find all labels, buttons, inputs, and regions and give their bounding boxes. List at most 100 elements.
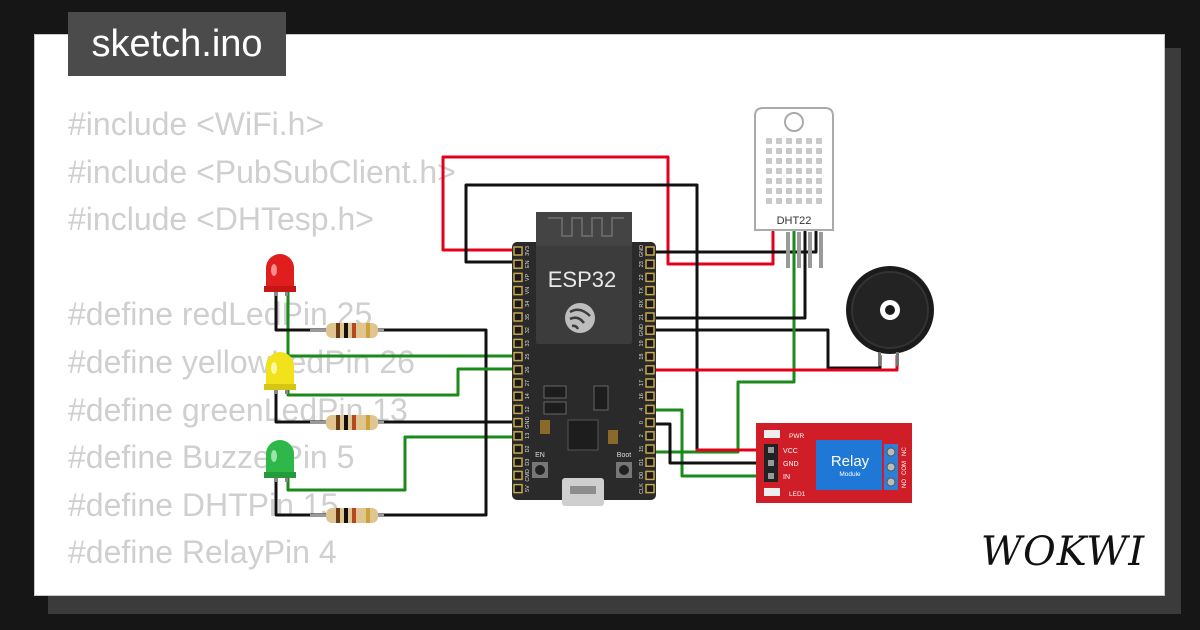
dht22-vent-hole <box>806 158 812 164</box>
esp32-left-pin-label: 5V <box>525 485 531 492</box>
green-led[interactable] <box>264 440 296 482</box>
esp32-right-pin[interactable] <box>645 259 655 269</box>
svg-text:PWR: PWR <box>789 433 804 440</box>
esp32-right-pin[interactable] <box>645 338 655 349</box>
dht22-vent-hole <box>816 138 822 144</box>
wire-black-green-resistor <box>376 420 488 517</box>
esp32-right-pin[interactable] <box>645 483 655 494</box>
resistor-green[interactable] <box>310 508 384 523</box>
dht22-vent-hole <box>786 198 792 204</box>
relay-subtitle: Module <box>839 471 861 478</box>
wire-green-red-led <box>286 288 520 358</box>
esp32-right-pin[interactable] <box>645 444 655 454</box>
resistor-red[interactable] <box>310 323 384 338</box>
esp32-right-pin[interactable] <box>645 378 655 388</box>
esp32-left-pin-label: 3V3 <box>525 246 531 256</box>
esp32-left-pin[interactable] <box>513 272 523 283</box>
esp32-left-pin[interactable] <box>513 299 523 309</box>
en-button[interactable]: EN <box>532 452 548 478</box>
dht22-vent-hole <box>776 148 782 154</box>
dht22-vent-hole <box>786 168 792 174</box>
esp32-right-pin[interactable] <box>645 404 655 415</box>
dht22-vent-hole <box>816 168 822 174</box>
wire-led-green-resistor <box>274 476 328 517</box>
esp32-right-pin-label: D0 <box>639 472 645 479</box>
file-tab[interactable]: sketch.ino <box>68 12 286 76</box>
relay-module[interactable]: PWR LED1 VCC GND IN Relay Module NO COM … <box>756 423 912 503</box>
esp32-right-pin-label: 19 <box>639 340 645 346</box>
esp32-left-pin-label: 12 <box>525 406 531 412</box>
wokwi-logo[interactable]: WOKWI <box>978 523 1148 579</box>
resistor-yellow[interactable] <box>310 415 384 430</box>
esp32-right-pin-label: 22 <box>639 274 645 280</box>
red-led[interactable] <box>264 254 296 296</box>
esp32-right-pin[interactable] <box>645 391 655 401</box>
esp32-left-pin[interactable] <box>513 483 523 494</box>
esp32-left-pin-label: GND <box>525 416 531 428</box>
esp32-right-pin-label: 0 <box>639 421 645 424</box>
dht22-sensor[interactable]: DHT22 <box>754 107 834 268</box>
esp32-left-pin[interactable] <box>513 246 523 256</box>
code-line: #include <DHTesp.h> <box>68 201 374 238</box>
esp32-right-pin[interactable] <box>645 431 655 441</box>
esp32-left-pin[interactable] <box>513 365 523 375</box>
esp32-right-pin[interactable] <box>645 351 655 362</box>
wire-led-red-resistor <box>274 290 328 332</box>
esp32-left-pin-label: CMD <box>525 469 531 482</box>
esp32-board[interactable]: ESP32 3V3ENVPVN343532332526271412GND13D2… <box>512 212 656 506</box>
dht22-vent-hole <box>806 148 812 154</box>
esp32-left-pin[interactable] <box>513 457 523 467</box>
esp32-right-pin[interactable] <box>645 285 655 296</box>
esp32-right-pin[interactable] <box>645 470 655 481</box>
esp32-left-header: 3V3ENVPVN343532332526271412GND13D2D3CMD5… <box>513 246 531 494</box>
yellow-led[interactable] <box>264 352 296 394</box>
code-line: #include <WiFi.h> <box>68 106 325 142</box>
dht22-vent-hole <box>806 168 812 174</box>
dht22-vent-grid <box>766 138 822 204</box>
esp32-right-pin[interactable] <box>645 272 655 283</box>
dht22-vent-hole <box>776 138 782 144</box>
esp32-left-pin-label: 33 <box>525 340 531 346</box>
dht22-vent-hole <box>776 198 782 204</box>
esp32-right-pin[interactable] <box>645 325 655 335</box>
esp32-left-pin[interactable] <box>513 431 523 441</box>
code-line: #include <PubSubClient.h> <box>68 153 456 190</box>
esp32-left-pin[interactable] <box>513 285 523 296</box>
relay-led1 <box>764 488 780 496</box>
esp32-left-pin[interactable] <box>513 470 523 481</box>
buzzer[interactable] <box>846 266 934 366</box>
esp32-left-pin[interactable] <box>513 378 523 388</box>
dht22-vent-hole <box>816 198 822 204</box>
esp32-left-pin[interactable] <box>513 404 523 415</box>
esp32-left-pin[interactable] <box>513 325 523 335</box>
dht22-vent-hole <box>786 138 792 144</box>
dht22-vent-hole <box>786 158 792 164</box>
dht22-vent-hole <box>796 168 802 174</box>
esp32-left-pin[interactable] <box>513 312 523 322</box>
esp32-right-pin[interactable] <box>645 246 655 256</box>
esp32-right-pin[interactable] <box>645 299 655 309</box>
esp32-left-pin[interactable] <box>513 351 523 362</box>
svg-text:LED1: LED1 <box>789 491 806 498</box>
esp32-left-pin[interactable] <box>513 444 523 454</box>
dht22-vent-hole <box>796 178 802 184</box>
esp32-right-pin[interactable] <box>645 457 655 467</box>
esp32-right-pin[interactable] <box>645 312 655 322</box>
esp32-left-pin[interactable] <box>513 338 523 349</box>
wire-green-green-led <box>286 435 520 492</box>
esp32-right-pin[interactable] <box>645 417 655 428</box>
dht22-vent-hole <box>766 158 772 164</box>
esp32-left-pin-label: 25 <box>525 354 531 360</box>
esp32-left-pin-label: 35 <box>525 314 531 320</box>
esp32-left-pin[interactable] <box>513 417 523 428</box>
boot-button[interactable]: Boot <box>616 452 632 478</box>
esp32-right-pin[interactable] <box>645 365 655 375</box>
micro-usb-port <box>562 478 604 506</box>
esp32-left-pin[interactable] <box>513 391 523 401</box>
esp32-left-pin[interactable] <box>513 259 523 269</box>
svg-text:NC: NC <box>902 447 908 456</box>
esp32-right-pin-label: GND <box>639 324 645 336</box>
dht22-vent-hole <box>796 148 802 154</box>
